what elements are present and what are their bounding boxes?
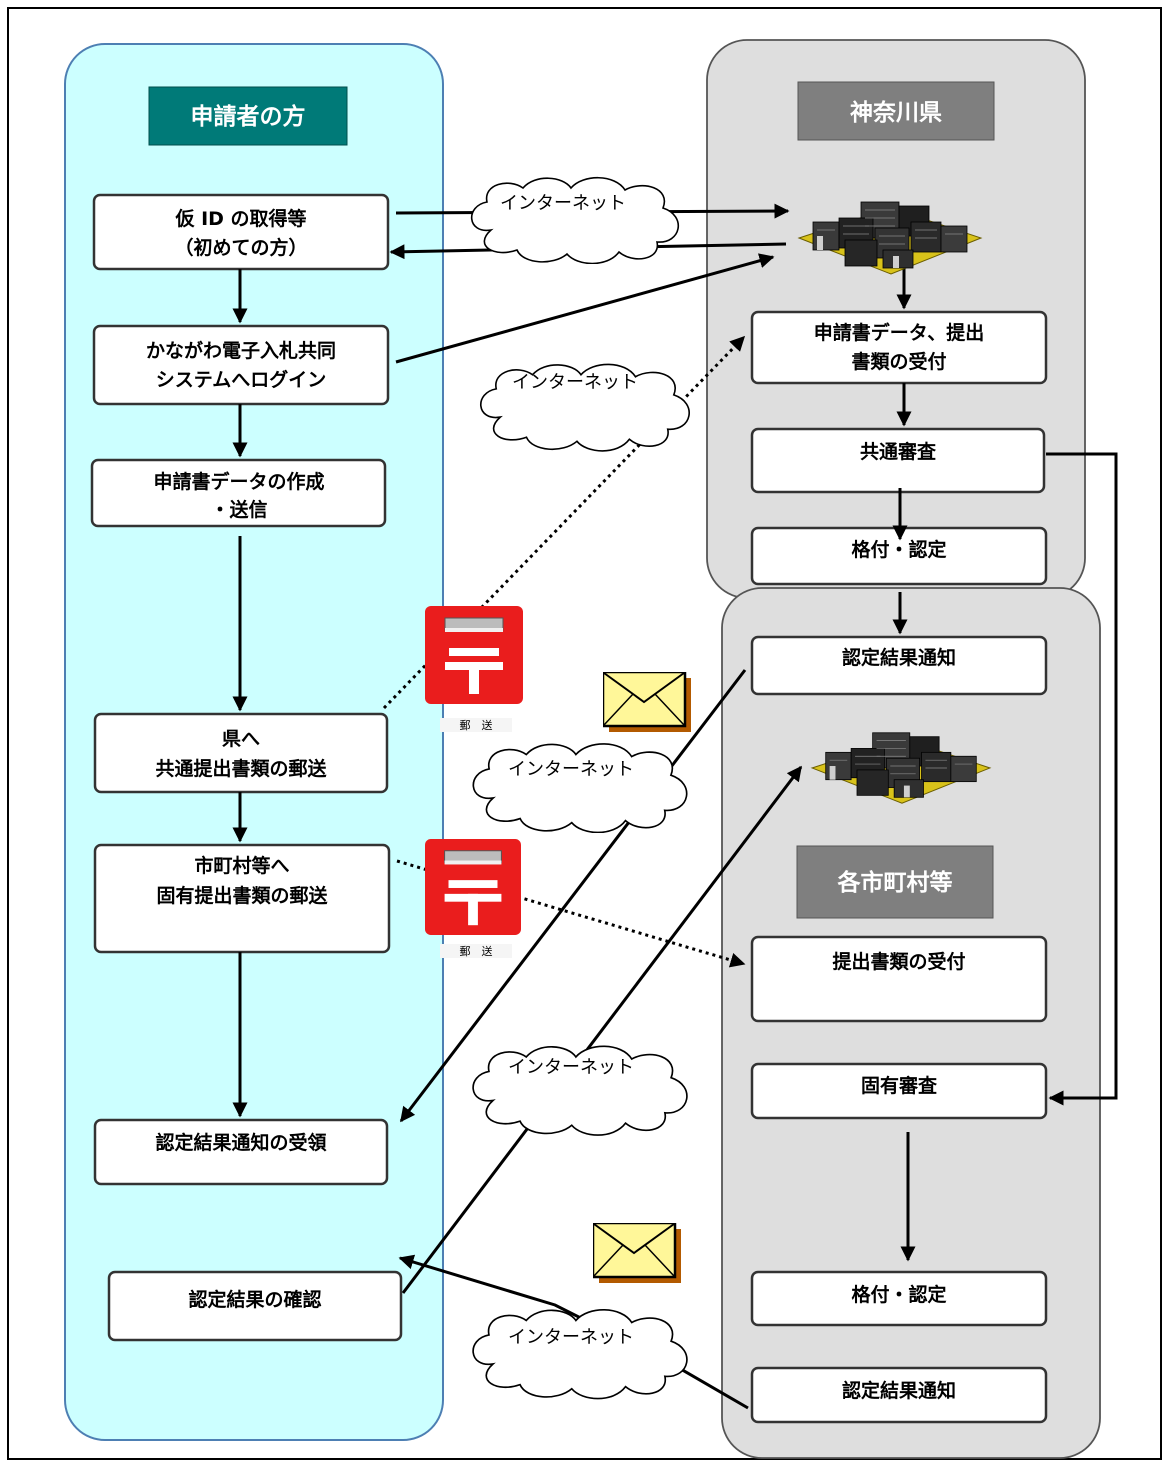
postal-line-to-municipality bbox=[396, 859, 746, 968]
cloud-1: インターネット bbox=[470, 176, 680, 264]
svg-text:郵 送: 郵 送 bbox=[460, 718, 493, 732]
svg-text:提出書類の受付: 提出書類の受付 bbox=[832, 950, 965, 973]
svg-text:共通提出書類の郵送: 共通提出書類の郵送 bbox=[155, 757, 327, 780]
applicant-header bbox=[148, 86, 348, 146]
svg-text:格付・認定: 格付・認定 bbox=[851, 1283, 946, 1306]
step-mail-to-prefecture: 県へ 共通提出書類の郵送 bbox=[93, 712, 389, 794]
svg-text:（初めての方）: （初めての方） bbox=[174, 236, 307, 259]
step-confirm-result: 認定結果の確認 bbox=[107, 1270, 403, 1342]
prefecture-header bbox=[797, 81, 995, 141]
svg-text:市町村等へ: 市町村等へ bbox=[194, 854, 289, 877]
step-result-notice-top: 認定結果通知 bbox=[750, 635, 1048, 696]
step-prefecture-rating: 格付・認定 bbox=[750, 526, 1048, 586]
applicant-header-title: 申請者の方 bbox=[191, 103, 306, 130]
mailbox-icon bbox=[425, 838, 521, 936]
step-mail-to-municipality: 市町村等へ 固有提出書類の郵送 bbox=[93, 843, 391, 954]
municipality-header bbox=[796, 845, 994, 919]
cloud-5: インターネット bbox=[472, 1308, 688, 1400]
svg-text:システムへログイン: システムへログイン bbox=[156, 368, 326, 391]
municipality-lane bbox=[721, 587, 1101, 1459]
step-common-review: 共通審査 bbox=[750, 427, 1046, 494]
arrow-common-to-specific bbox=[1046, 452, 1118, 1106]
step-get-temp-id: 仮 ID の取得等 （初めての方） bbox=[92, 193, 390, 271]
svg-text:インターネット: インターネット bbox=[508, 1327, 634, 1348]
mailbox-icon bbox=[425, 606, 523, 704]
cloud-icon bbox=[470, 176, 680, 264]
svg-text:申請書データ、提出: 申請書データ、提出 bbox=[814, 321, 984, 344]
arrow-login-to-server bbox=[395, 253, 775, 364]
step-receive-documents: 提出書類の受付 bbox=[750, 935, 1048, 1023]
cloud-icon bbox=[472, 1308, 688, 1400]
svg-text:認定結果通知の受領: 認定結果通知の受領 bbox=[155, 1131, 327, 1154]
step-municipality-rating: 格付・認定 bbox=[750, 1270, 1048, 1327]
svg-text:認定結果通知: 認定結果通知 bbox=[842, 1379, 956, 1402]
svg-text:インターネット: インターネット bbox=[508, 759, 634, 780]
svg-text:インターネット: インターネット bbox=[512, 372, 638, 393]
cloud-2: インターネット bbox=[479, 363, 691, 452]
step-specific-review: 固有審査 bbox=[750, 1062, 1048, 1120]
cloud-icon bbox=[472, 743, 688, 833]
svg-text:かながわ電子入札共同: かながわ電子入札共同 bbox=[146, 339, 336, 362]
arrow-confirm-to-municipal-server bbox=[401, 765, 803, 1294]
outer-frame bbox=[7, 7, 1162, 1460]
prefecture-header-title: 神奈川県 bbox=[850, 99, 942, 126]
arrow-notice-to-applicant bbox=[399, 669, 747, 1123]
step-receive-application: 申請書データ、提出 書類の受付 bbox=[750, 310, 1048, 385]
svg-text:固有提出書類の郵送: 固有提出書類の郵送 bbox=[156, 884, 328, 907]
cloud-4: インターネット bbox=[472, 1045, 688, 1137]
step-result-notice-bottom: 認定結果通知 bbox=[750, 1366, 1048, 1424]
step-create-send: 申請書データの作成 ・送信 bbox=[90, 458, 387, 528]
envelope-icon bbox=[603, 672, 693, 734]
svg-text:インターネット: インターネット bbox=[500, 193, 626, 214]
envelope-icon bbox=[593, 1223, 683, 1285]
post-box-1: 郵 送 bbox=[425, 606, 523, 732]
municipality-header-title: 各市町村等 bbox=[837, 869, 953, 896]
svg-text:認定結果の確認: 認定結果の確認 bbox=[188, 1288, 321, 1311]
svg-text:認定結果通知: 認定結果通知 bbox=[842, 646, 956, 669]
cloud-3: インターネット bbox=[472, 743, 688, 833]
svg-text:共通審査: 共通審査 bbox=[860, 440, 937, 463]
svg-text:県へ: 県へ bbox=[222, 728, 260, 750]
step-receive-notice: 認定結果通知の受領 bbox=[93, 1118, 389, 1186]
svg-text:・送信: ・送信 bbox=[210, 498, 267, 521]
post-box-2: 郵 送 bbox=[425, 838, 521, 958]
svg-text:固有審査: 固有審査 bbox=[861, 1074, 938, 1097]
svg-text:郵 送: 郵 送 bbox=[460, 944, 493, 958]
svg-text:書類の受付: 書類の受付 bbox=[851, 350, 946, 373]
svg-text:格付・認定: 格付・認定 bbox=[851, 538, 946, 561]
svg-text:仮 ID の取得等: 仮 ID の取得等 bbox=[174, 207, 306, 230]
step-login: かながわ電子入札共同 システムへログイン bbox=[92, 324, 390, 406]
svg-text:申請書データの作成: 申請書データの作成 bbox=[153, 470, 324, 493]
svg-text:インターネット: インターネット bbox=[508, 1057, 634, 1078]
